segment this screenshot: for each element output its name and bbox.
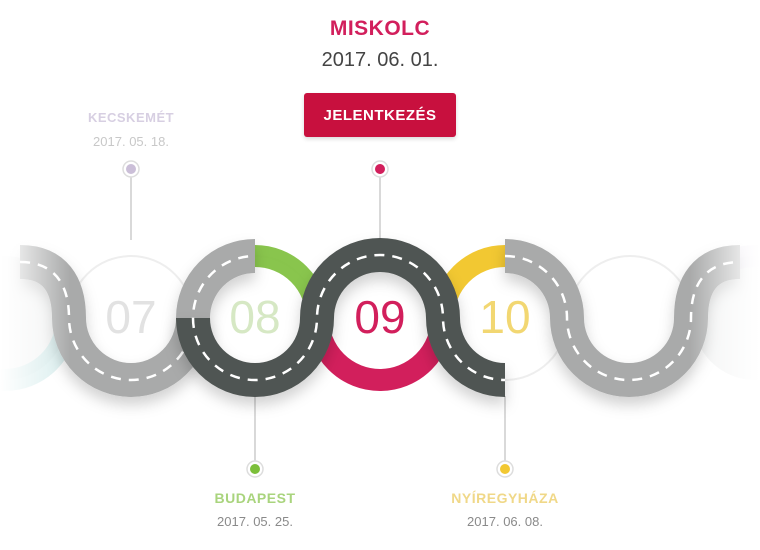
marker-dot-07[interactable] bbox=[122, 160, 140, 178]
stop-city-10: NYÍREGYHÁZA bbox=[451, 490, 559, 506]
marker-dot-10[interactable] bbox=[496, 460, 514, 478]
road-active bbox=[176, 238, 506, 397]
stop-city-07: KECSKEMÉT bbox=[87, 110, 175, 125]
stop-date-07: 2017. 05. 18. bbox=[93, 134, 169, 149]
stop-date-10: 2017. 06. 08. bbox=[467, 514, 543, 529]
stop-number-09: 09 bbox=[354, 291, 406, 343]
current-city: MISKOLC bbox=[329, 17, 431, 40]
stop-city-08: BUDAPEST bbox=[214, 490, 296, 506]
stop-date-08: 2017. 05. 25. bbox=[217, 514, 293, 529]
marker-dot-09[interactable] bbox=[371, 160, 389, 178]
stop-number-08: 08 bbox=[229, 291, 281, 343]
stop-number-07: 07 bbox=[105, 291, 157, 343]
current-date: 2017. 06. 01. bbox=[321, 49, 439, 71]
register-button[interactable]: JELENTKEZÉS bbox=[304, 93, 456, 137]
stop-number-10: 10 bbox=[479, 291, 531, 343]
marker-dot-08[interactable] bbox=[246, 460, 264, 478]
